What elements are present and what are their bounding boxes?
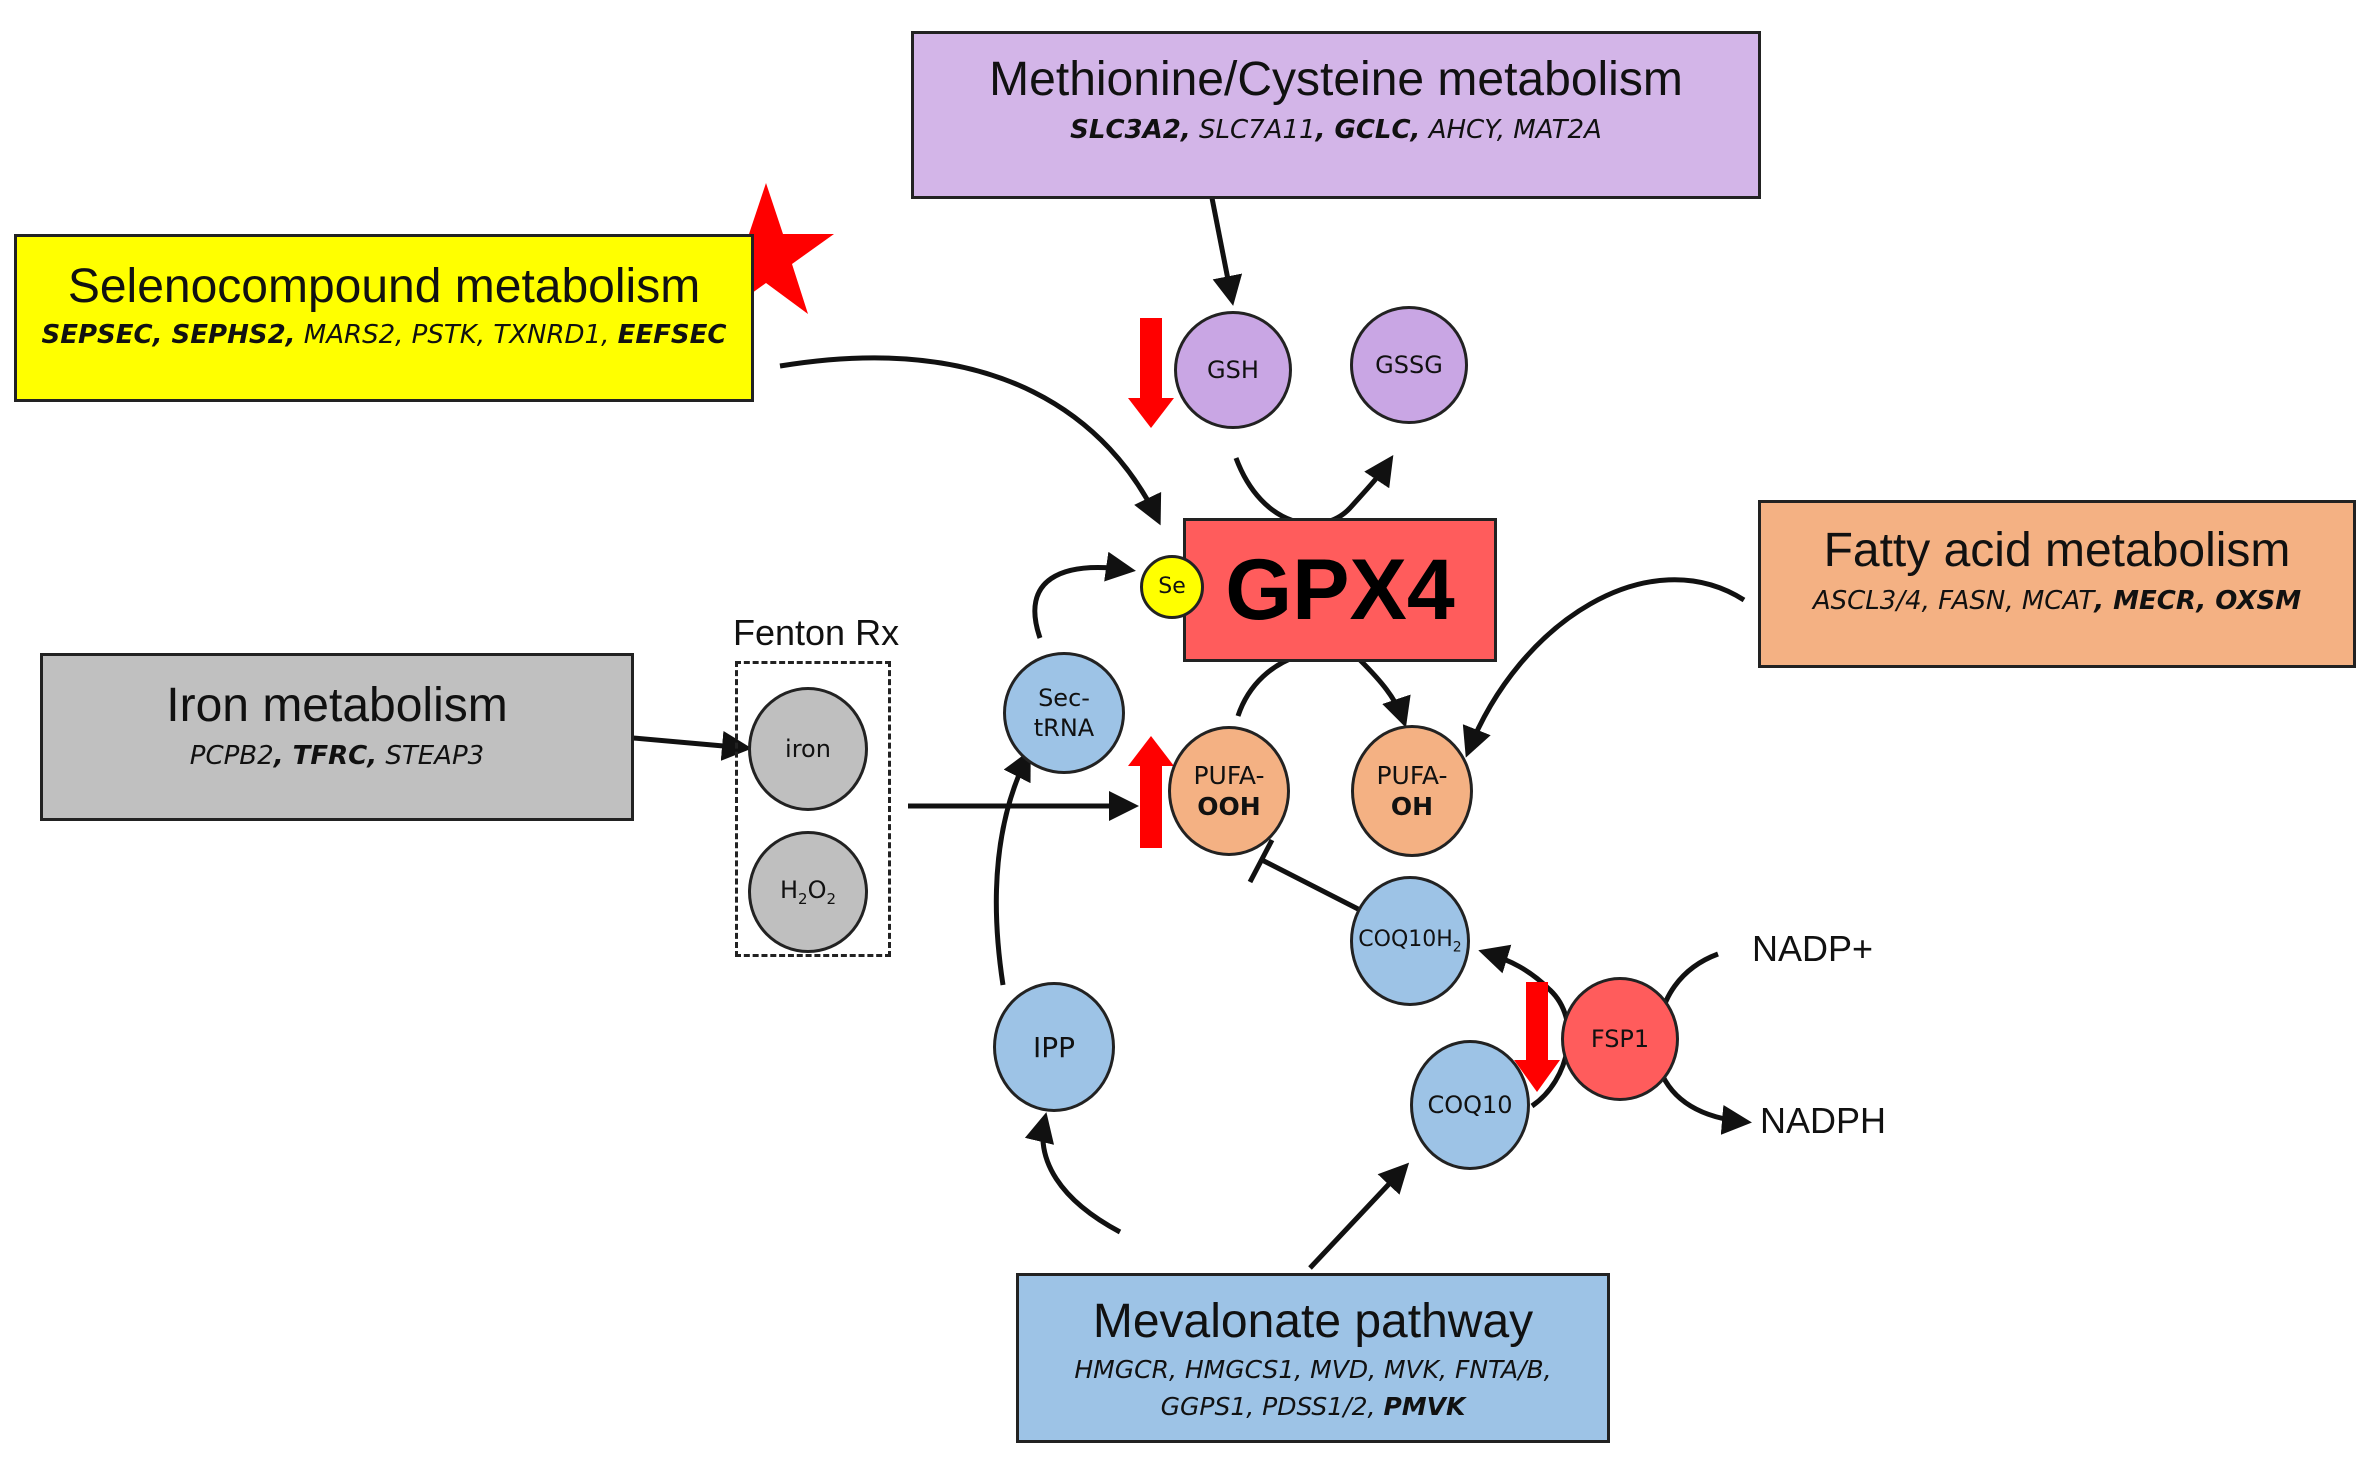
arrow-fsp1-to-nadph — [1657, 1069, 1752, 1135]
red-down-arrow-icon — [1514, 982, 1560, 1092]
box-title: Fatty acid metabolism — [1823, 524, 2291, 577]
gene-list: ASCL3/4, FASN, MCAT, MECR, OXSM — [1812, 586, 2302, 616]
arrow-ipp-to-sectrna — [993, 749, 1031, 986]
box-title: Selenocompound metabolism — [67, 260, 701, 313]
box-title: Iron metabolism — [166, 679, 508, 732]
mevalonate-box: Mevalonate pathway HMGCR, HMGCS1, MVD, M… — [1016, 1273, 1610, 1443]
nadp-plus-label: NADP+ — [1752, 928, 1874, 969]
fenton-label: Fenton Rx — [733, 612, 900, 653]
fenton-reaction-box — [735, 661, 891, 957]
gene-list-line-1: HMGCR, HMGCS1, MVD, MVK, FNTA/B, — [1074, 1355, 1552, 1384]
arrow-coq10-to-coq10h2 — [1478, 944, 1571, 1109]
arrow-methionine-to-gsh — [1209, 197, 1243, 306]
red-down-arrow-icon — [1128, 318, 1174, 428]
arrow-sectrna-to-se — [1032, 551, 1136, 639]
gene-list: SEPSEC, SEPHS2, MARS2, PSTK, TXNRD1, EEF… — [41, 320, 727, 350]
gene-list: PCPB2, TFRC, STEAP3 — [189, 741, 485, 771]
fatty-acid-box: Fatty acid metabolism ASCL3/4, FASN, MCA… — [1758, 500, 2356, 668]
red-up-arrow-icon — [1128, 736, 1174, 848]
arrow-ironbox-to-iron — [632, 730, 752, 761]
arrow-gsh-to-gssg — [1233, 455, 1394, 527]
selenocompound-box: Selenocompound metabolism SEPSEC, SEPHS2… — [14, 234, 754, 402]
nadph-label: NADPH — [1760, 1100, 1887, 1141]
iron-metabolism-box: Iron metabolism PCPB2, TFRC, STEAP3 — [40, 653, 634, 821]
gpx4-box: GPX4 — [1183, 518, 1497, 662]
gene-list: SLC3A2, SLC7A11, GCLC, AHCY, MAT2A — [1070, 115, 1602, 145]
red-star-icon — [698, 183, 834, 314]
h2o2-node: H2O2 — [748, 831, 868, 953]
arrow-fatty-to-pufaoh — [1462, 577, 1746, 758]
arrow-mevalonate-to-coq10 — [1308, 1162, 1410, 1270]
methionine-cysteine-box: Methionine/Cysteine metabolism SLC3A2, S… — [911, 31, 1761, 199]
gpx4-title: GPX4 — [1225, 541, 1455, 638]
gsh-node: GSH — [1174, 311, 1292, 429]
inhibit-coq10h2-to-pufaooh — [1260, 857, 1362, 913]
sec-trna-node: Sec-tRNA — [1003, 652, 1125, 774]
coq10h2-node: COQ10H2 — [1350, 876, 1470, 1006]
box-title: Mevalonate pathway — [1092, 1295, 1534, 1348]
arrow-mevalonate-to-ipp — [1024, 1112, 1122, 1235]
coq10-node: COQ10 — [1410, 1040, 1530, 1170]
pufa-oh-node: PUFA-OH — [1351, 725, 1473, 857]
arrow-seleno-to-se — [779, 355, 1162, 526]
box-title: Methionine/Cysteine metabolism — [989, 53, 1683, 106]
fsp1-node: FSP1 — [1561, 977, 1679, 1101]
pufa-ooh-node: PUFA-OOH — [1168, 726, 1290, 856]
gssg-node: GSSG — [1350, 306, 1468, 424]
gene-list-line-2: GGPS1, PDSS1/2, PMVK — [1160, 1392, 1466, 1421]
iron-node: iron — [748, 687, 868, 811]
ipp-node: IPP — [993, 982, 1115, 1112]
se-node: Se — [1140, 555, 1204, 619]
